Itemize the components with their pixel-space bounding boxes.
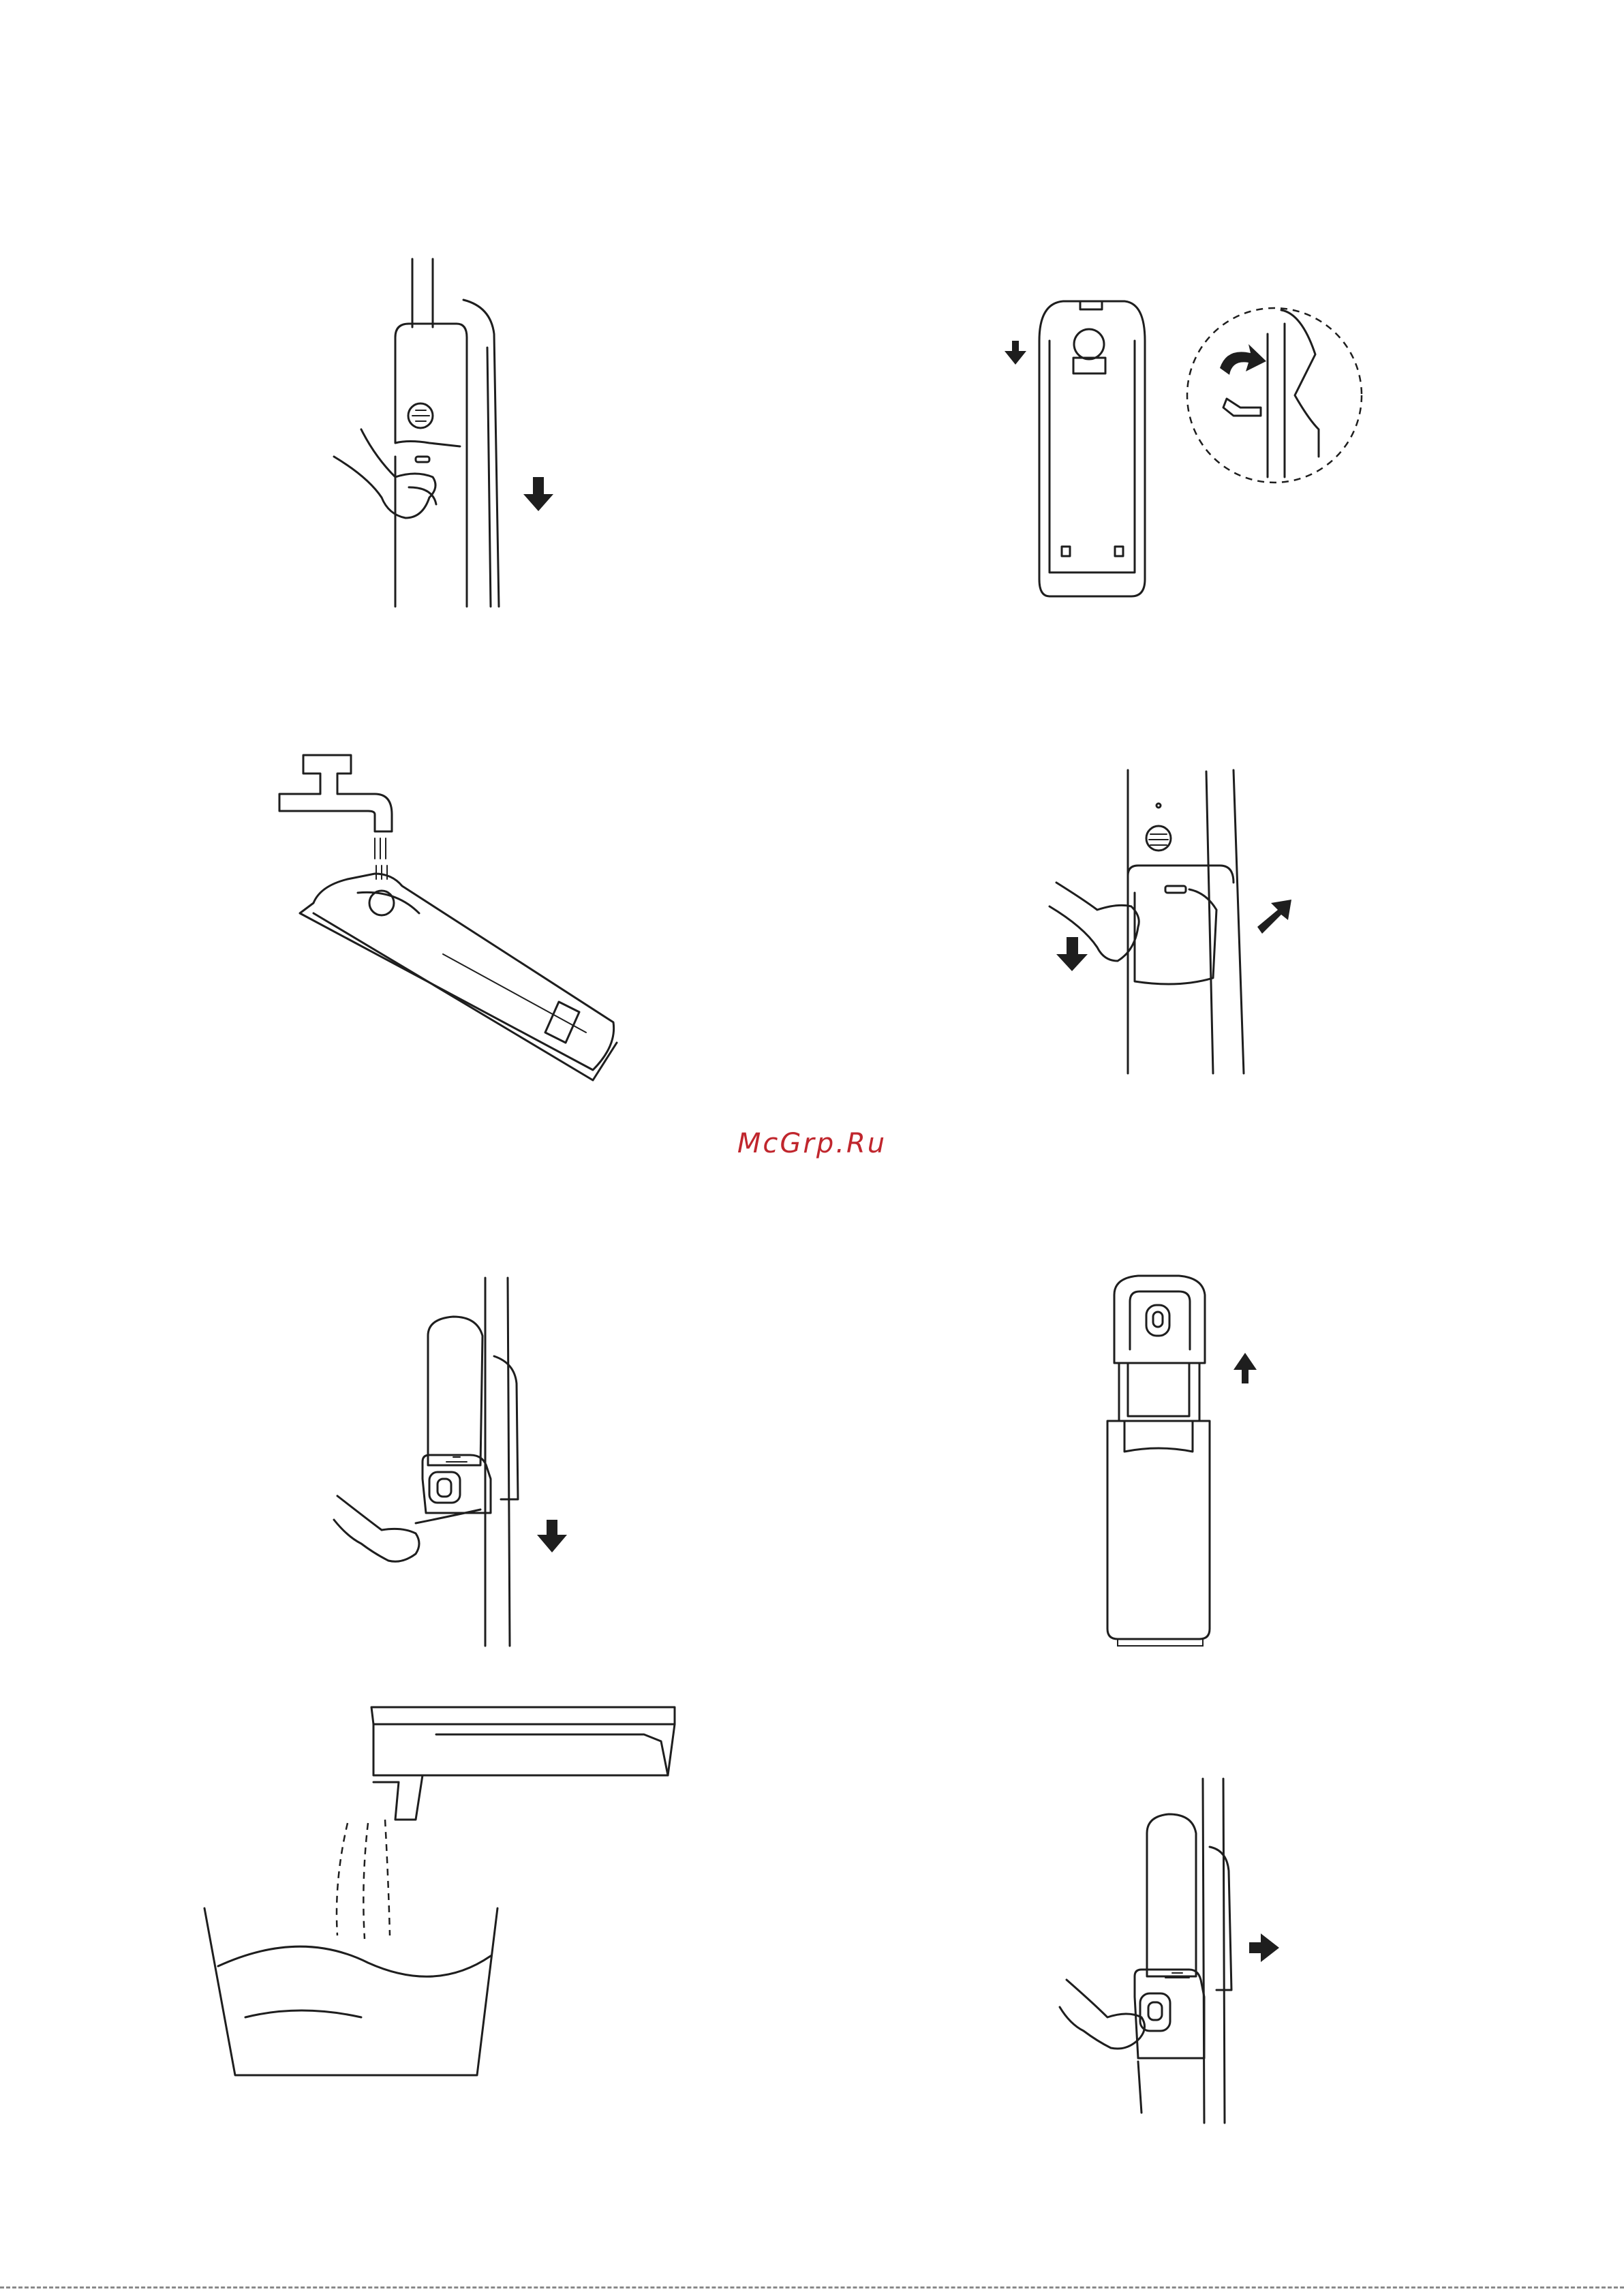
down-arrow-icon: [1005, 341, 1026, 365]
page-bottom-rule: [0, 2286, 1624, 2289]
down-arrow-icon: [1056, 937, 1088, 971]
up-arrow-icon: [1234, 1353, 1257, 1383]
figure-reinsert-dirty-tank: [1053, 1772, 1298, 2126]
curved-arrow-icon: [1220, 344, 1266, 375]
figure-lift-dirty-tank-lid: [1090, 1268, 1288, 1649]
figure-remove-clean-tank: [320, 252, 607, 613]
figure-remove-dirty-tank: [327, 1274, 579, 1649]
down-arrow-icon: [523, 477, 553, 511]
figure-tank-cap-detail: [981, 293, 1370, 607]
figure-fill-tank: [273, 750, 627, 1097]
down-arrow-icon: [537, 1520, 567, 1552]
right-arrow-icon: [1249, 1933, 1279, 1962]
figure-insert-tank: [1043, 763, 1315, 1077]
watermark-text: McGrp.Ru: [0, 1128, 1624, 1159]
figure-rinse-in-basin: [198, 1704, 688, 2079]
up-right-arrow-icon: [1257, 900, 1291, 934]
